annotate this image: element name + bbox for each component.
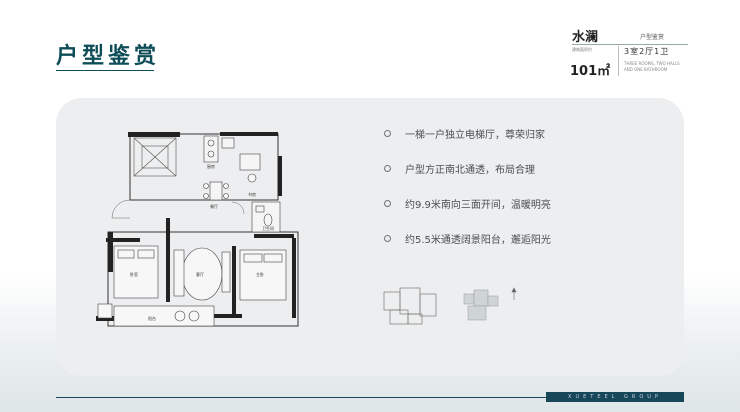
label-dining: 餐厅 [210, 203, 218, 209]
feature-text: 一梯一户独立电梯厅，尊荣归家 [405, 130, 545, 141]
label-bedroom-left: 卧室 [130, 271, 138, 277]
project-name: 水澜 [572, 30, 599, 45]
feature-item: 户型方正南北通透，布局合理 [384, 161, 535, 176]
bullet-circle-icon [384, 165, 391, 172]
feature-text: 约5.5米通透阔景阳台，邂逅阳光 [405, 235, 551, 246]
feature-item: 一梯一户独立电梯厅，尊荣归家 [384, 126, 545, 141]
label-study: 书房 [248, 191, 256, 197]
feature-text: 户型方正南北通透，布局合理 [405, 165, 535, 176]
area-caption: 建筑面积约 [572, 47, 592, 52]
floor-plan: 厨房 书房 餐厅 卫生间 客厅 卧室 主卧 阳台 [96, 132, 299, 327]
content-card [56, 98, 684, 376]
header-divider [618, 46, 619, 76]
bullet-circle-icon [384, 235, 391, 242]
label-balcony: 阳台 [148, 315, 156, 321]
feature-item: 约9.9米南向三面开间，温暖明亮 [384, 196, 551, 211]
page-title: 户型鉴赏 [56, 44, 161, 69]
english-description: THREE ROOMS, TWO HALLS AND ONE BATHROOM [624, 61, 680, 72]
label-kitchen: 厨房 [207, 163, 215, 169]
bullet-circle-icon [384, 130, 391, 137]
header-rule [572, 44, 688, 45]
feature-text: 约9.9米南向三面开间，温暖明亮 [405, 200, 551, 211]
label-bathroom: 卫生间 [262, 225, 274, 231]
feature-item: 约5.5米通透阔景阳台，邂逅阳光 [384, 231, 551, 246]
title-underline [56, 70, 154, 71]
header-tag: 户型鉴赏 [640, 34, 665, 41]
footer-brand: XUETEEL GROUP [546, 392, 684, 402]
label-living: 客厅 [196, 271, 204, 277]
bullet-circle-icon [384, 200, 391, 207]
footer-line [56, 397, 546, 398]
mini-plan-thumbnails [383, 287, 517, 325]
room-config: 3室2厅1卫 [624, 47, 670, 56]
label-bedroom-right: 主卧 [256, 271, 264, 277]
area-value: 101㎡ [570, 64, 611, 79]
